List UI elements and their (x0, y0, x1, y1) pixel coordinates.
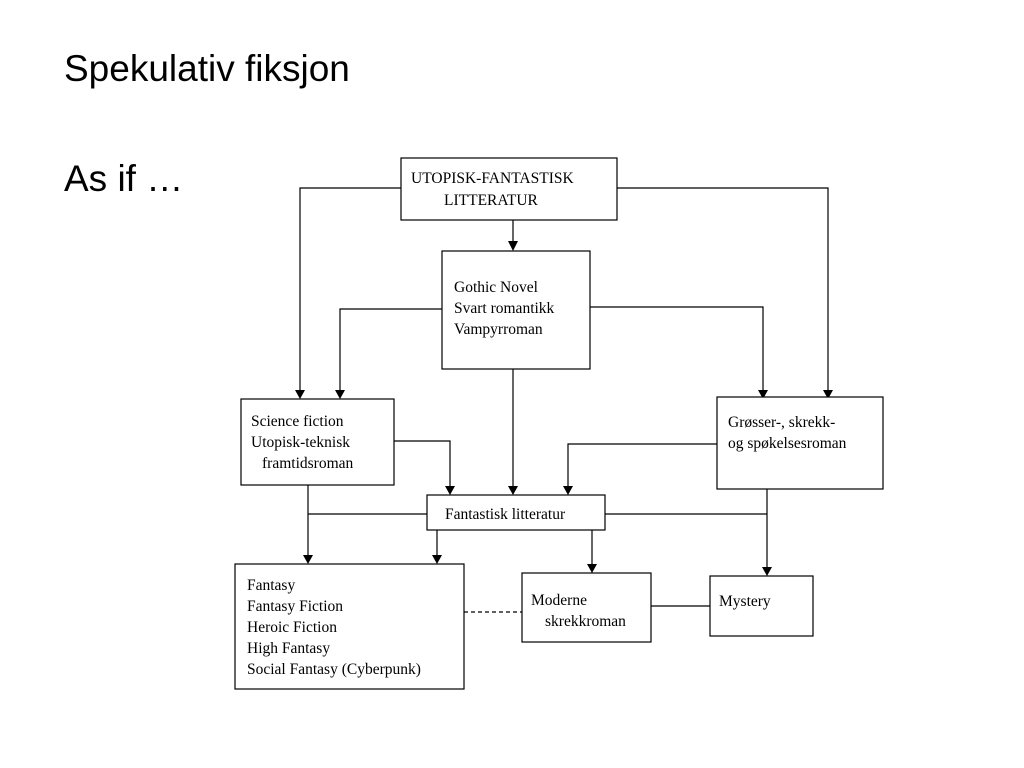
slide-subtitle: As if … (64, 158, 184, 199)
fantastisk-label: Fantastisk litteratur (445, 506, 566, 523)
fantasy-label-5: Social Fantasy (Cyberpunk) (247, 661, 421, 678)
box-utopisk-fantastisk (400, 157, 618, 221)
arrowheads (295, 241, 833, 576)
gothic-label-2: Svart romantikk (454, 300, 555, 317)
utopisk-label-1: UTOPISK-FANTASTISK (411, 170, 574, 187)
fantasy-label-2: Fantasy Fiction (247, 598, 343, 615)
box-fantastisk-litteratur (426, 494, 606, 531)
mystery-label: Mystery (719, 593, 771, 610)
grosser-label-1: Grøsser-, skrekk- (728, 414, 835, 431)
box-gothic-novel (441, 250, 591, 370)
box-fantasy (234, 563, 465, 690)
gothic-label-3: Vampyrroman (454, 321, 543, 338)
box-grosser (716, 396, 884, 490)
moderne-label-2: skrekkroman (545, 613, 626, 630)
fantasy-label-4: High Fantasy (247, 640, 330, 657)
box-mystery (709, 575, 814, 637)
gothic-label-1: Gothic Novel (454, 279, 538, 296)
slide-title: Spekulativ fiksjon (64, 48, 350, 89)
fantasy-label-3: Heroic Fiction (247, 619, 337, 636)
scifi-label-2: Utopisk-teknisk (251, 434, 350, 451)
utopisk-label-2: LITTERATUR (444, 192, 539, 209)
box-science-fiction (240, 398, 395, 486)
box-moderne-skrekkroman (521, 572, 652, 643)
scifi-label-1: Science fiction (251, 413, 344, 430)
connectors (299, 187, 829, 613)
scifi-label-3: framtidsroman (262, 455, 354, 472)
grosser-label-2: og spøkelsesroman (728, 435, 847, 452)
fantasy-label-1: Fantasy (247, 577, 295, 594)
moderne-label-1: Moderne (531, 592, 587, 609)
